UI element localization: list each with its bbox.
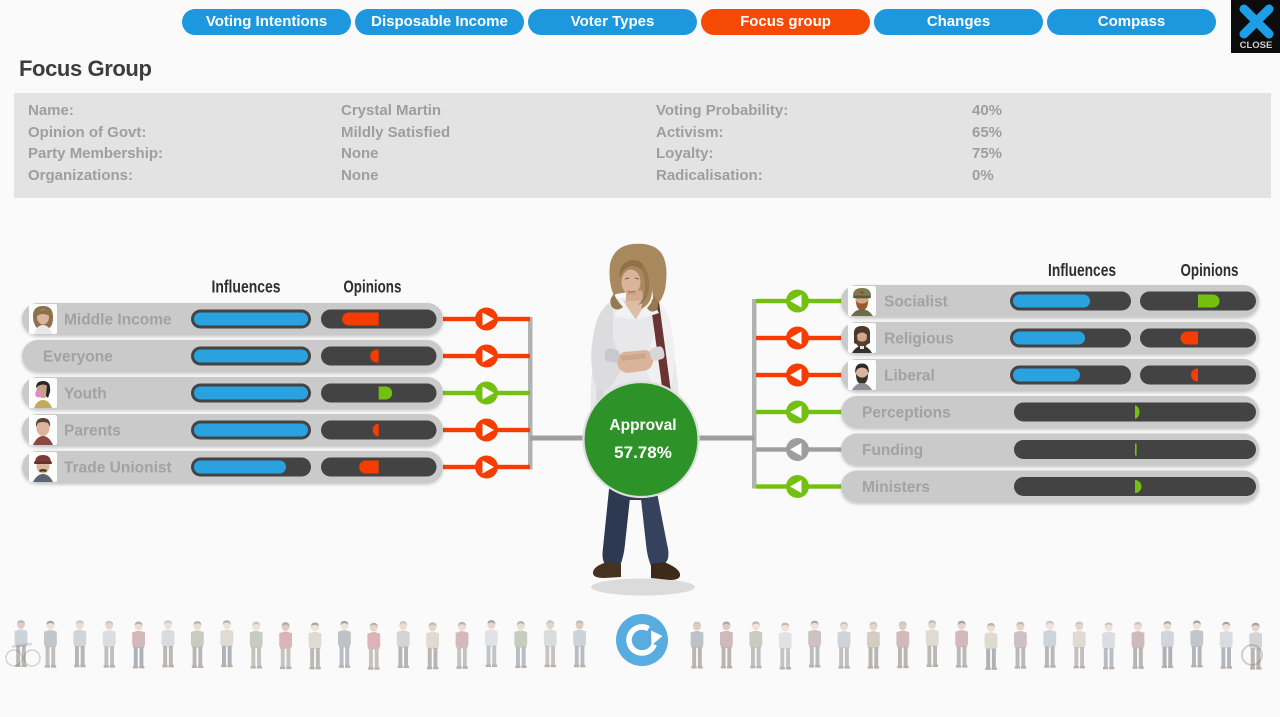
svg-text:Youth: Youth [64,386,107,403]
svg-text:57.78%: 57.78% [614,443,672,462]
svg-text:Opinions: Opinions [1181,260,1239,280]
svg-text:Influences: Influences [1048,260,1116,280]
svg-text:Trade Unionist: Trade Unionist [64,460,172,477]
svg-text:CLOSE: CLOSE [1240,40,1273,51]
svg-text:Funding: Funding [862,442,923,459]
svg-text:Opinions: Opinions [343,277,401,297]
svg-text:Socialist: Socialist [884,294,948,311]
svg-text:Liberal: Liberal [884,368,935,385]
svg-text:Perceptions: Perceptions [862,405,951,422]
svg-text:Approval: Approval [609,417,676,434]
svg-text:Religious: Religious [884,331,954,348]
svg-text:Middle Income: Middle Income [64,312,172,329]
svg-text:Parents: Parents [64,423,121,440]
svg-text:Ministers: Ministers [862,479,930,496]
svg-text:Influences: Influences [212,277,281,297]
svg-text:Everyone: Everyone [43,349,113,366]
